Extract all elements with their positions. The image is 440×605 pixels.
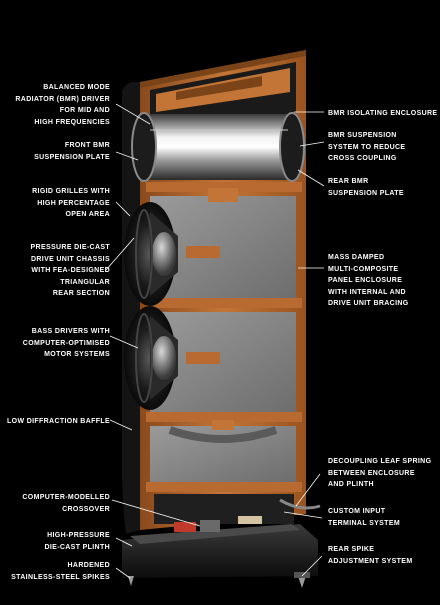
label-die-cast-chassis: PRESSURE DIE-CAST DRIVE UNIT CHASSIS WIT… bbox=[31, 242, 110, 300]
bmr-driver-tube bbox=[142, 114, 294, 180]
label-bmr-driver: BALANCED MODE RADIATOR (BMR) DRIVER FOR … bbox=[15, 82, 110, 128]
middle-divider-panel bbox=[146, 298, 302, 308]
label-input-terminal: CUSTOM INPUT TERMINAL SYSTEM bbox=[328, 506, 400, 529]
front-bmr-suspension-plate bbox=[132, 113, 156, 181]
crossover-capacitor bbox=[200, 520, 220, 532]
label-rigid-grilles: RIGID GRILLES WITH HIGH PERCENTAGE OPEN … bbox=[32, 186, 110, 221]
rear-spike-adjuster bbox=[294, 572, 310, 578]
label-die-cast-plinth: HIGH-PRESSURE DIE-CAST PLINTH bbox=[44, 530, 110, 553]
base-panel bbox=[146, 482, 302, 492]
top-brace-tab bbox=[208, 188, 238, 202]
upper-bracing-block bbox=[186, 246, 220, 258]
label-bass-drivers: BASS DRIVERS WITH COMPUTER-OPTIMISED MOT… bbox=[23, 326, 110, 361]
label-bmr-isolating-enclosure: BMR ISOLATING ENCLOSURE bbox=[328, 108, 437, 120]
label-steel-spikes: HARDENED STAINLESS-STEEL SPIKES bbox=[11, 560, 110, 583]
lower-bracing-block bbox=[186, 352, 220, 364]
crossover-bay bbox=[154, 494, 294, 524]
label-leaf-spring: DECOUPLING LEAF SPRING BETWEEN ENCLOSURE… bbox=[328, 456, 431, 491]
label-rear-spike-adjustment: REAR SPIKE ADJUSTMENT SYSTEM bbox=[328, 544, 413, 567]
label-mass-damped-enclosure: MASS DAMPED MULTI-COMPOSITE PANEL ENCLOS… bbox=[328, 252, 409, 310]
rear-bmr-suspension-plate bbox=[280, 113, 304, 181]
terminal-block bbox=[238, 516, 262, 524]
label-rear-bmr-plate: REAR BMR SUSPENSION PLATE bbox=[328, 176, 404, 199]
label-crossover: COMPUTER-MODELLED CROSSOVER bbox=[22, 492, 110, 515]
bottom-brace-tab bbox=[212, 420, 234, 430]
label-front-bmr-plate: FRONT BMR SUSPENSION PLATE bbox=[34, 140, 110, 163]
label-bmr-suspension-system: BMR SUSPENSION SYSTEM TO REDUCE CROSS CO… bbox=[328, 130, 405, 165]
label-low-diffraction-baffle: LOW DIFFRACTION BAFFLE bbox=[7, 416, 110, 428]
